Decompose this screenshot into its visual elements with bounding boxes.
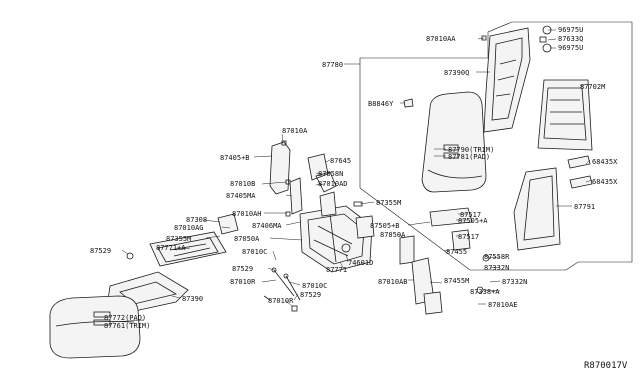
callout-87390: 87390 [182, 295, 203, 303]
callout-87010ae: 87010AE [488, 301, 518, 309]
callout-87505-a: 87505+A [458, 217, 488, 225]
callout-87010ab: 87010AB [378, 278, 408, 286]
leader-lines [111, 29, 593, 323]
seatback-board-part [537, 79, 593, 151]
callout-87355m-2: 87355M [166, 235, 191, 243]
diagram-reference-code: R870017V [584, 361, 628, 371]
callout-87558r: 87558R [484, 253, 510, 261]
bracket-87308-part [217, 213, 239, 235]
callout-87645: 87645 [330, 157, 351, 165]
callout-68435x-2: 68435X [592, 178, 618, 186]
seat-frame-part [299, 191, 375, 273]
lower-right-parts [399, 207, 490, 315]
callout-87858n: 87858N [318, 170, 343, 178]
callout-68435x-1: 68435X [592, 158, 618, 166]
clip-b8846y-part [403, 98, 414, 108]
seatback-rear-panel-part [513, 167, 561, 251]
callout-87332n-1: 87332N [484, 264, 509, 272]
callout-87772-pad: 87772(PAD) [104, 314, 146, 322]
seat-cushion-part [49, 295, 141, 359]
callout-87010aa: 87010AA [426, 35, 456, 43]
callout-87781-pad: 87781(PAD) [448, 153, 490, 161]
callout-96975u-2: 96975U [558, 44, 583, 52]
callout-87405ma: 87405MA [226, 192, 256, 200]
callout-87791: 87791 [574, 203, 595, 211]
callout-87702m: 87702M [580, 83, 605, 91]
callout-87780: 87780 [322, 61, 343, 69]
callout-87010a: 87010A [282, 127, 308, 135]
seatback-group-frame [359, 21, 633, 271]
callout-87010r-2: 87010R [268, 297, 294, 305]
callout-87529-3: 87529 [300, 291, 321, 299]
callout-87405-b: 87405+B [220, 154, 250, 162]
callout-87010c-1: 87010C [242, 248, 267, 256]
callout-87790-trim: 87790(TRIM) [448, 146, 494, 154]
callout-87633q: 87633Q [558, 35, 583, 43]
callout-87505-b: 87505+B [370, 222, 400, 230]
callout-b8846y: B8846Y [368, 100, 394, 108]
seat-cushion-support-part [149, 231, 227, 267]
callout-87455: 87455 [446, 248, 467, 256]
callout-87406ma: 87406MA [252, 222, 282, 230]
callout-87771: 87771 [326, 266, 347, 274]
seatback-cushion-part [421, 91, 487, 193]
callout-87010ah: 87010AH [232, 210, 262, 218]
callout-87390q: 87390Q [444, 69, 469, 77]
callout-87308: 87308 [186, 216, 207, 224]
callout-87010ad: 87010AD [318, 180, 348, 188]
callout-87050a-2: 87050A [380, 231, 406, 239]
callout-87338-a: 87338+A [470, 288, 500, 296]
callout-87529-2: 87529 [232, 265, 253, 273]
clip-strip-parts [567, 155, 593, 189]
callout-74601d: 74601D [348, 259, 373, 267]
callout-87355m-1: 87355M [376, 199, 401, 207]
callout-87010ag: 87010AG [174, 224, 204, 232]
callout-87332n-2: 87332N [502, 278, 527, 286]
callout-87010c-2: 87010C [302, 282, 327, 290]
side-trim-parts [269, 141, 337, 215]
callout-87010r-1: 87010R [230, 278, 256, 286]
seatback-frame-part [483, 25, 552, 133]
callout-87761-trim: 87761(TRIM) [104, 322, 150, 330]
callout-87517-2: 87517 [458, 233, 479, 241]
callout-87517-1: 87517 [460, 211, 481, 219]
hardware-parts [126, 35, 487, 312]
callout-87455m: 87455M [444, 277, 469, 285]
callout-96975u-1: 96975U [558, 26, 583, 34]
callout-87529-1: 87529 [90, 247, 111, 255]
callout-87771-a: 87771+A [156, 244, 186, 252]
callout-87050a-1: 87050A [234, 235, 260, 243]
callout-87010b: 87010B [230, 180, 255, 188]
